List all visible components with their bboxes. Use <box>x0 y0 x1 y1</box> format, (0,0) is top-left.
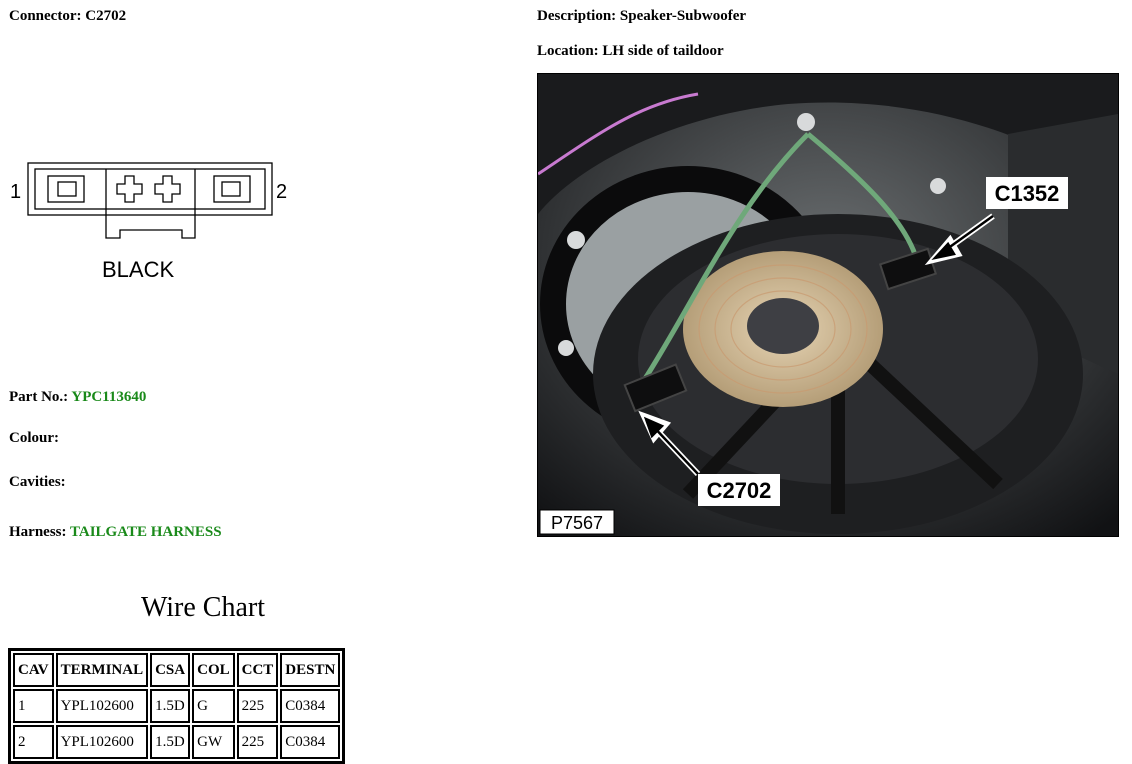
cavities-field: Cavities: <box>9 474 66 491</box>
location-value: LH side of taildoor <box>602 43 724 59</box>
callout-bottom-label: C2702 <box>707 478 772 503</box>
header-cav: CAV <box>13 653 54 687</box>
harness-value: TAILGATE HARNESS <box>69 524 222 540</box>
connector-field: Connector: C2702 <box>9 8 126 25</box>
connector-color-text: BLACK <box>102 257 174 282</box>
pin-label-1: 1 <box>10 181 21 203</box>
harness-label: Harness: <box>9 524 67 540</box>
wire-chart-header-row: CAV TERMINAL CSA COL CCT DESTN <box>13 653 341 687</box>
header-cct: CCT <box>236 653 279 687</box>
location-photo: C1352 C2702 P7567 <box>537 73 1119 537</box>
header-destn: DESTN <box>280 653 341 687</box>
cell-cav: 1 <box>13 689 54 723</box>
connector-label: Connector: <box>9 8 82 24</box>
cell-csa: 1.5D <box>150 725 191 759</box>
table-row: 2 YPL102600 1.5D GW 225 C0384 <box>13 725 341 759</box>
colour-field: Colour: <box>9 430 59 447</box>
cell-terminal: YPL102600 <box>55 689 149 723</box>
header-col: COL <box>192 653 235 687</box>
harness-field: Harness: TAILGATE HARNESS <box>9 524 222 541</box>
table-row: 1 YPL102600 1.5D G 225 C0384 <box>13 689 341 723</box>
cell-destn: C0384 <box>280 725 341 759</box>
connector-outer-shell <box>27 162 273 216</box>
connector-value: C2702 <box>85 8 127 24</box>
terminal-cavity-1 <box>47 175 85 203</box>
key-feature-left <box>116 175 143 203</box>
cell-col: G <box>192 689 235 723</box>
header-csa: CSA <box>150 653 191 687</box>
key-feature-right <box>154 175 181 203</box>
terminal-cavity-2 <box>213 175 251 203</box>
cell-col: GW <box>192 725 235 759</box>
description-label: Description: <box>537 8 617 24</box>
wire-chart-title: Wire Chart <box>140 592 266 623</box>
cell-terminal: YPL102600 <box>55 725 149 759</box>
description-value: Speaker-Subwoofer <box>619 8 747 24</box>
photo-reference-label: P7567 <box>551 513 603 533</box>
callout-top-label: C1352 <box>995 181 1060 206</box>
part-no-field: Part No.: YPC113640 <box>9 389 146 406</box>
cell-cct: 225 <box>236 689 279 723</box>
cell-destn: C0384 <box>280 689 341 723</box>
description-field: Description: Speaker-Subwoofer <box>537 8 746 25</box>
connector-latch <box>105 169 196 239</box>
colour-label: Colour: <box>9 430 59 446</box>
location-photo-graphic: C1352 C2702 P7567 <box>538 74 1118 536</box>
location-field: Location: LH side of taildoor <box>537 43 724 60</box>
cell-cct: 225 <box>236 725 279 759</box>
cell-csa: 1.5D <box>150 689 191 723</box>
connector-face-diagram: 1 2 BLACK <box>10 162 287 282</box>
location-label: Location: <box>537 43 599 59</box>
part-no-label: Part No.: <box>9 389 69 405</box>
wire-chart-table: CAV TERMINAL CSA COL CCT DESTN 1 YPL1026… <box>8 648 346 764</box>
cavities-label: Cavities: <box>9 474 66 490</box>
header-terminal: TERMINAL <box>55 653 149 687</box>
part-no-value: YPC113640 <box>71 389 147 405</box>
cell-cav: 2 <box>13 725 54 759</box>
pin-label-2: 2 <box>276 181 287 203</box>
